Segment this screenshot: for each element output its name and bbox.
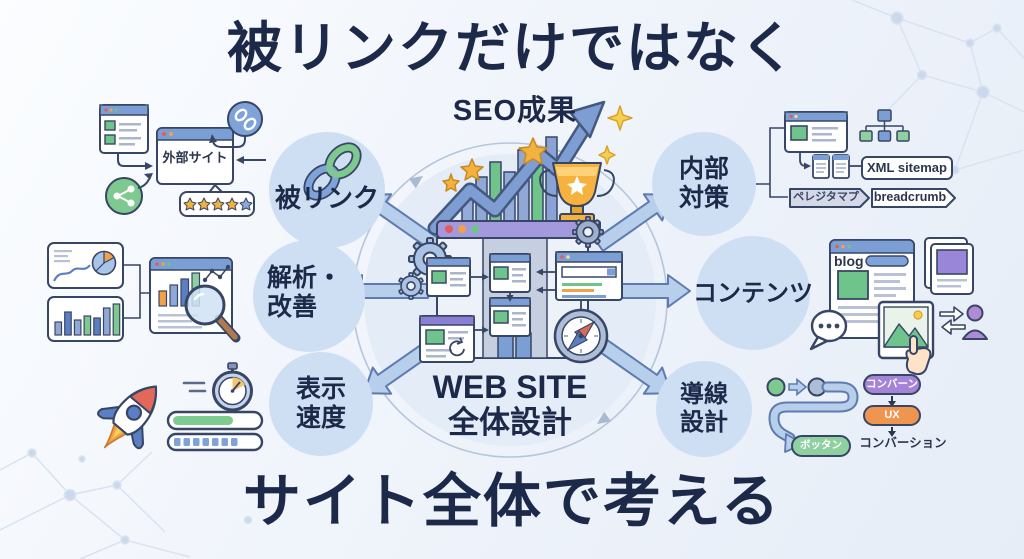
node-label-backlink: 被リンク [274,183,379,213]
content-circle [696,236,810,350]
refresh-icon [449,337,465,357]
breadcrumb-en-label: breadcrumb [873,190,947,204]
down-arrow [888,396,896,407]
inner-window-middle-bottom [489,297,531,337]
trophy-icon [539,162,615,231]
compass-icon [553,308,609,364]
progress-bar-segmented [166,432,264,452]
link-badge-icon [227,101,263,137]
inner-window-middle-top [489,253,531,293]
bottom-title: サイト全体で考える [242,469,782,534]
speed-lines-icon [182,381,207,393]
button-pill [791,435,851,457]
breadcrumb-jp-ribbon [789,188,870,208]
person-icon [962,304,988,340]
analysis-circle [253,240,365,352]
inner-window-left [426,257,471,297]
content-cluster [809,237,988,376]
hub-label-line2: 全体設計 [448,405,572,441]
hub-label-line1: WEB SITE [432,369,588,405]
inner-window-bottom-left [419,315,475,363]
chart-card-line-pie [47,242,124,289]
network-pattern-bottom-left [0,448,253,559]
star-icons [442,137,548,192]
seo-result-label: SEO成果 [452,95,578,127]
inner-window-right [555,251,623,301]
page-icons [812,154,850,179]
flow-start-dot [766,377,786,397]
gear-icon [572,216,604,248]
connector-arrows [117,134,266,189]
chain-link-icon [303,142,362,201]
hub-label: WEB SITE 全体設計 [410,369,610,440]
flow-circle [656,361,752,457]
xml-sitemap-box [861,156,953,180]
hand-cursor-icon [905,335,932,376]
share-icon [105,177,143,215]
stacked-cards-icon [924,237,974,295]
node-label-flow: 導線 設計 [680,381,728,436]
sparkle-icons [598,105,633,165]
breadcrumb-jp-label: ペレジタマプ [793,191,859,203]
node-label-content: コンテンツ [693,280,813,307]
internal-browser-window [784,111,848,153]
hub-illustration [398,100,633,364]
conversion-caption: コンバーション [859,436,947,450]
rating-bubble [179,183,255,217]
magnifier-icon [184,284,241,343]
arrow-up-right [593,193,673,252]
cycle-arrowhead-icon [597,411,612,424]
conversion-pill [863,374,921,395]
speech-bubble-icon [809,309,848,351]
cycle-arrowhead-icon [408,176,423,189]
rating-stars-icon [183,197,253,211]
progress-bar-solid [166,410,264,431]
backlink-cluster [99,101,362,217]
connector-lines [756,127,788,198]
xml-sitemap-label: XML sitemap [867,160,947,175]
connector-arrows [799,152,861,170]
node-label-speed: 表示 速度 [295,375,346,432]
flow-cluster [766,374,921,457]
node-label-internal: 内部 対策 [678,155,729,212]
scatter-line-icon [202,264,231,283]
breadcrumb-en-ribbon [871,188,956,208]
image-card-icon [877,300,935,360]
conversion-pill-label: コンバーン [866,378,918,390]
connector-lines [123,264,150,319]
top-title: 被リンクだけではなく [226,17,797,79]
blog-label: blog [834,253,864,269]
rocket-icon [97,385,158,450]
browser-window-small [99,104,149,154]
stopwatch-icon [212,362,253,412]
internal-circle [652,132,756,236]
flow-step-arrow [788,377,808,397]
node-label-analysis: 解析・ 改善 [267,264,343,321]
analysis-cluster [47,242,241,343]
ux-pill [863,405,921,426]
button-pill-label: ボッタン [800,439,842,451]
down-arrow [888,427,896,437]
ux-pill-label: UX [884,409,900,421]
hub-connectors [470,268,582,334]
chart-card-bars [47,296,124,342]
speed-cluster [97,362,264,452]
speed-circle [269,352,373,456]
network-pattern-top-right [851,0,1024,175]
internal-cluster [756,109,956,208]
gear-icon [398,272,424,300]
external-site-label: 外部サイト [162,150,228,165]
sitemap-tree-icon [859,109,910,142]
swap-arrows-icon [939,306,966,335]
